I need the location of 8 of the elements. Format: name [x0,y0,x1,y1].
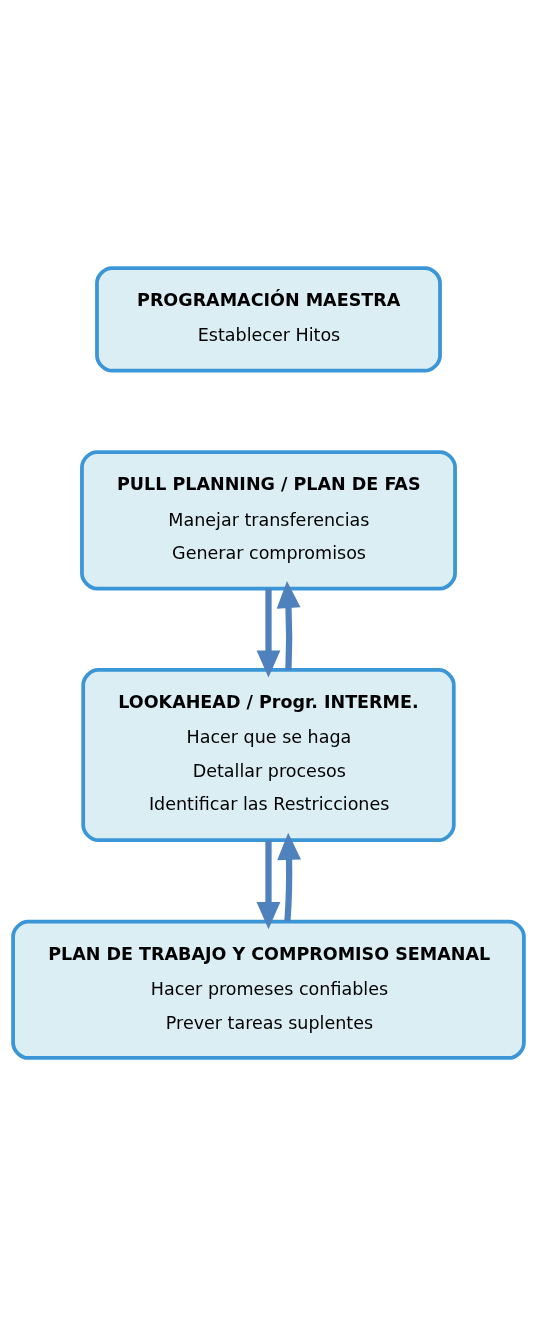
node-box: PULL PLANNING / PLAN DE FAS Manejar transferencias Generar compromisos [80,450,457,591]
arrow [256,840,281,930]
arrow [256,588,281,678]
arrow [276,580,301,670]
node-box: LOOKAHEAD / Progr. INTERME. Hacer que se haga Detallar procesos Identificar las Restricciones [81,668,456,843]
node-box: PLAN DE TRABAJO Y COMPROMISO SEMANAL Hacer promeses confiables Prever tareas suplentes [11,919,526,1060]
arrow [277,832,301,922]
node-box: PROGRAMACIÓN MAESTRA Establecer Hitos [95,266,442,373]
